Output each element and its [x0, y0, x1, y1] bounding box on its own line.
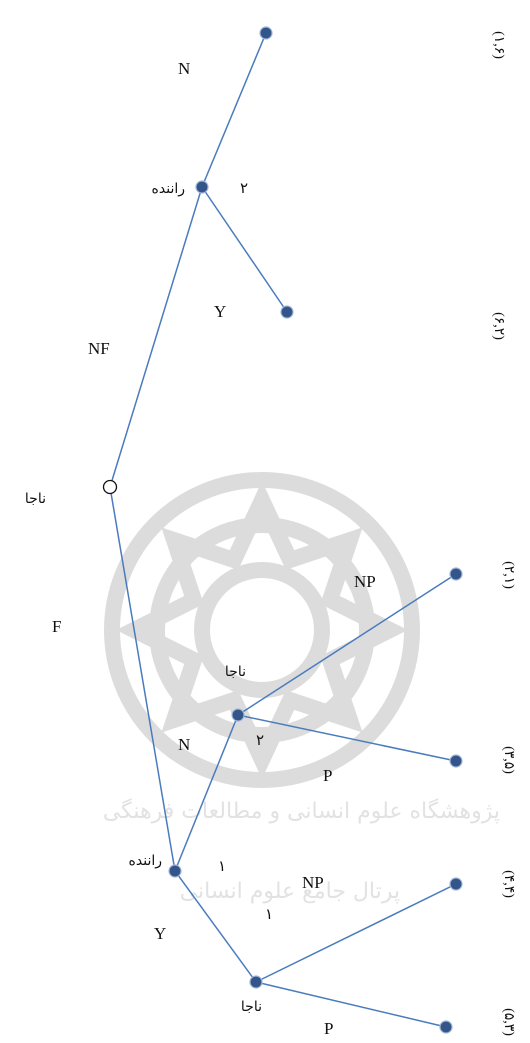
move-label-p-a: P: [323, 766, 332, 785]
decision-node-police-b: [249, 975, 263, 989]
terminal-node-5: [449, 877, 463, 891]
watermark-line-2: پرتال جامع علوم انسانی: [180, 879, 400, 904]
move-label-n-lower: N: [178, 735, 190, 754]
root-node: [102, 479, 118, 495]
edge-p-a: [237, 714, 457, 762]
move-label-y-upper: Y: [214, 302, 226, 321]
player-number-lower: ۱: [218, 859, 226, 875]
payoff-1: (۱,۶): [491, 31, 506, 59]
move-label-f: F: [52, 617, 61, 636]
terminal-node-1: [259, 26, 273, 40]
terminal-node-3: [449, 567, 463, 581]
player-number-a: ۲: [256, 733, 264, 749]
player-number-upper: ۲: [240, 181, 248, 197]
decision-node-police-a: [231, 708, 245, 722]
player-label-police-b: ناجا: [241, 999, 262, 1015]
payoff-4: (۳,۵): [501, 746, 516, 774]
edge-np-b: [255, 883, 457, 983]
decision-node-driver-lower: [168, 864, 182, 878]
move-label-p-b: P: [324, 1019, 333, 1038]
edge-nf: [109, 186, 203, 488]
player-label-driver-upper: راننده: [152, 181, 185, 197]
edge-lower-n: [174, 714, 239, 872]
edge-upper-n: [201, 32, 267, 188]
move-label-nf: NF: [88, 339, 110, 358]
edge-np-a: [237, 573, 457, 716]
payoff-2: (۶,۲): [491, 312, 506, 340]
edge-f: [109, 486, 176, 872]
move-label-n-upper: N: [178, 59, 190, 78]
payoff-3: (۲,۱): [501, 561, 516, 589]
player-label-police-a: ناجا: [225, 664, 246, 680]
payoff-5: (۴,۴): [501, 870, 516, 898]
player-label-police-root: ناجا: [25, 491, 46, 507]
edge-upper-y: [201, 186, 288, 313]
edge-p-b: [255, 981, 447, 1028]
payoff-6: (۵,۳): [501, 1008, 516, 1036]
terminal-node-4: [449, 754, 463, 768]
move-label-y-lower: Y: [154, 924, 166, 943]
terminal-node-6: [439, 1020, 453, 1034]
watermark-logo: [104, 472, 420, 788]
watermark-line-1: پژوهشگاه علوم انسانی و مطالعات فرهنگی: [103, 798, 500, 824]
move-label-np-b: NP: [302, 873, 324, 892]
player-number-b: ۱: [265, 907, 273, 923]
terminal-node-2: [280, 305, 294, 319]
move-label-np-a: NP: [354, 572, 376, 591]
edge-lower-y: [174, 870, 257, 983]
decision-node-driver-upper: [195, 180, 209, 194]
player-label-driver-lower: راننده: [129, 853, 162, 869]
